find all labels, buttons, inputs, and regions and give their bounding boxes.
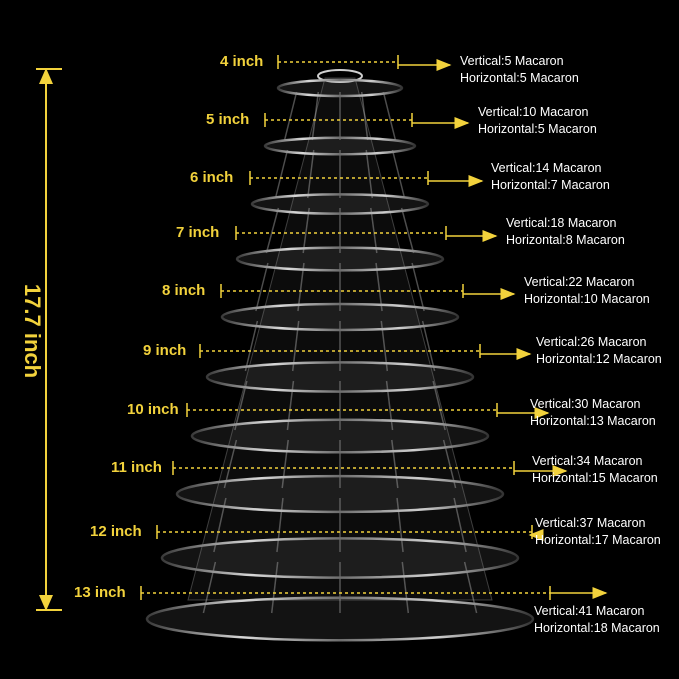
tier-vertical-capacity: Vertical:14 Macaron <box>491 161 602 175</box>
tier-horizontal-capacity: Horizontal:15 Macaron <box>532 471 658 485</box>
tier-horizontal-capacity: Horizontal:10 Macaron <box>524 292 650 306</box>
tier-horizontal-capacity: Horizontal:7 Macaron <box>491 178 610 192</box>
tier-rod <box>421 320 436 372</box>
tier-horizontal-capacity: Horizontal:17 Macaron <box>535 533 661 547</box>
tier-vertical-capacity: Vertical:26 Macaron <box>536 335 647 349</box>
tier-plate <box>175 474 505 514</box>
tier-vertical-capacity: Vertical:37 Macaron <box>535 516 646 530</box>
tier-rod <box>400 207 415 254</box>
tier-vertical-capacity: Vertical:22 Macaron <box>524 275 635 289</box>
tier-size-label: 10 inch <box>127 401 179 418</box>
tier-rod <box>411 262 425 312</box>
tower-top-cap <box>317 69 363 83</box>
tier-horizontal-capacity: Horizontal:13 Macaron <box>530 414 656 428</box>
tier-horizontal-capacity: Horizontal:18 Macaron <box>534 621 660 635</box>
tier-rod <box>307 149 315 199</box>
tier-rod <box>365 149 373 199</box>
tower-cone <box>187 77 493 601</box>
tier-vertical-capacity: Vertical:10 Macaron <box>478 105 589 119</box>
tier-rod <box>360 91 369 141</box>
tier-vertical-capacity: Vertical:30 Macaron <box>530 397 641 411</box>
tier-rod <box>283 91 298 141</box>
tier-plate <box>205 361 475 393</box>
tier-vertical-capacity: Vertical:5 Macaron <box>460 54 564 68</box>
tier-rod <box>432 380 446 431</box>
tier-dimension-lines <box>140 55 608 600</box>
tier-vertical-capacity: Vertical:18 Macaron <box>506 216 617 230</box>
tier-horizontal-capacity: Horizontal:5 Macaron <box>478 122 597 136</box>
tier-rod <box>281 439 289 489</box>
tier-size-label: 9 inch <box>143 342 187 359</box>
tier-horizontal-capacity: Horizontal:5 Macaron <box>460 71 579 85</box>
tier-rod <box>311 91 320 141</box>
tier-rod <box>382 91 397 141</box>
tier-rod <box>391 439 399 489</box>
tier-vertical-capacity: Vertical:41 Macaron <box>534 604 645 618</box>
tier-plate <box>145 596 535 642</box>
tier-rod <box>391 149 406 199</box>
acrylic-tiers <box>145 69 535 642</box>
tier-vertical-capacity: Vertical:34 Macaron <box>532 454 643 468</box>
tier-rod <box>234 380 248 431</box>
tier-plate <box>220 302 460 332</box>
tier-rod <box>274 149 289 199</box>
tier-size-label: 4 inch <box>220 53 264 70</box>
tier-plate <box>235 246 445 272</box>
tier-horizontal-capacity: Horizontal:12 Macaron <box>536 352 662 366</box>
tier-rod <box>255 262 269 312</box>
tier-size-label: 12 inch <box>90 523 142 540</box>
tier-size-label: 11 inch <box>111 459 162 476</box>
tier-size-label: 5 inch <box>206 111 250 128</box>
tier-plate <box>160 537 520 579</box>
tier-size-label: 7 inch <box>176 224 220 241</box>
tier-rod <box>265 207 280 254</box>
tier-size-label: 13 inch <box>74 584 126 601</box>
tier-rod <box>276 497 284 553</box>
tier-size-label: 8 inch <box>162 282 206 299</box>
tier-rod <box>297 262 305 312</box>
height-dimension <box>36 68 62 611</box>
tier-size-label: 6 inch <box>190 169 234 186</box>
tier-plate <box>250 193 430 215</box>
tier-plate <box>263 136 417 156</box>
tier-rod <box>396 497 404 553</box>
tier-rod <box>401 561 410 614</box>
tier-rod <box>244 320 259 372</box>
tier-rod <box>370 207 378 254</box>
tier-rod <box>270 561 279 614</box>
tier-rod <box>302 207 310 254</box>
tier-horizontal-capacity: Horizontal:8 Macaron <box>506 233 625 247</box>
tier-rod <box>375 262 383 312</box>
tier-plate <box>190 418 490 454</box>
tier-plate <box>276 78 404 98</box>
height-label: 17.7 inch <box>20 283 45 379</box>
